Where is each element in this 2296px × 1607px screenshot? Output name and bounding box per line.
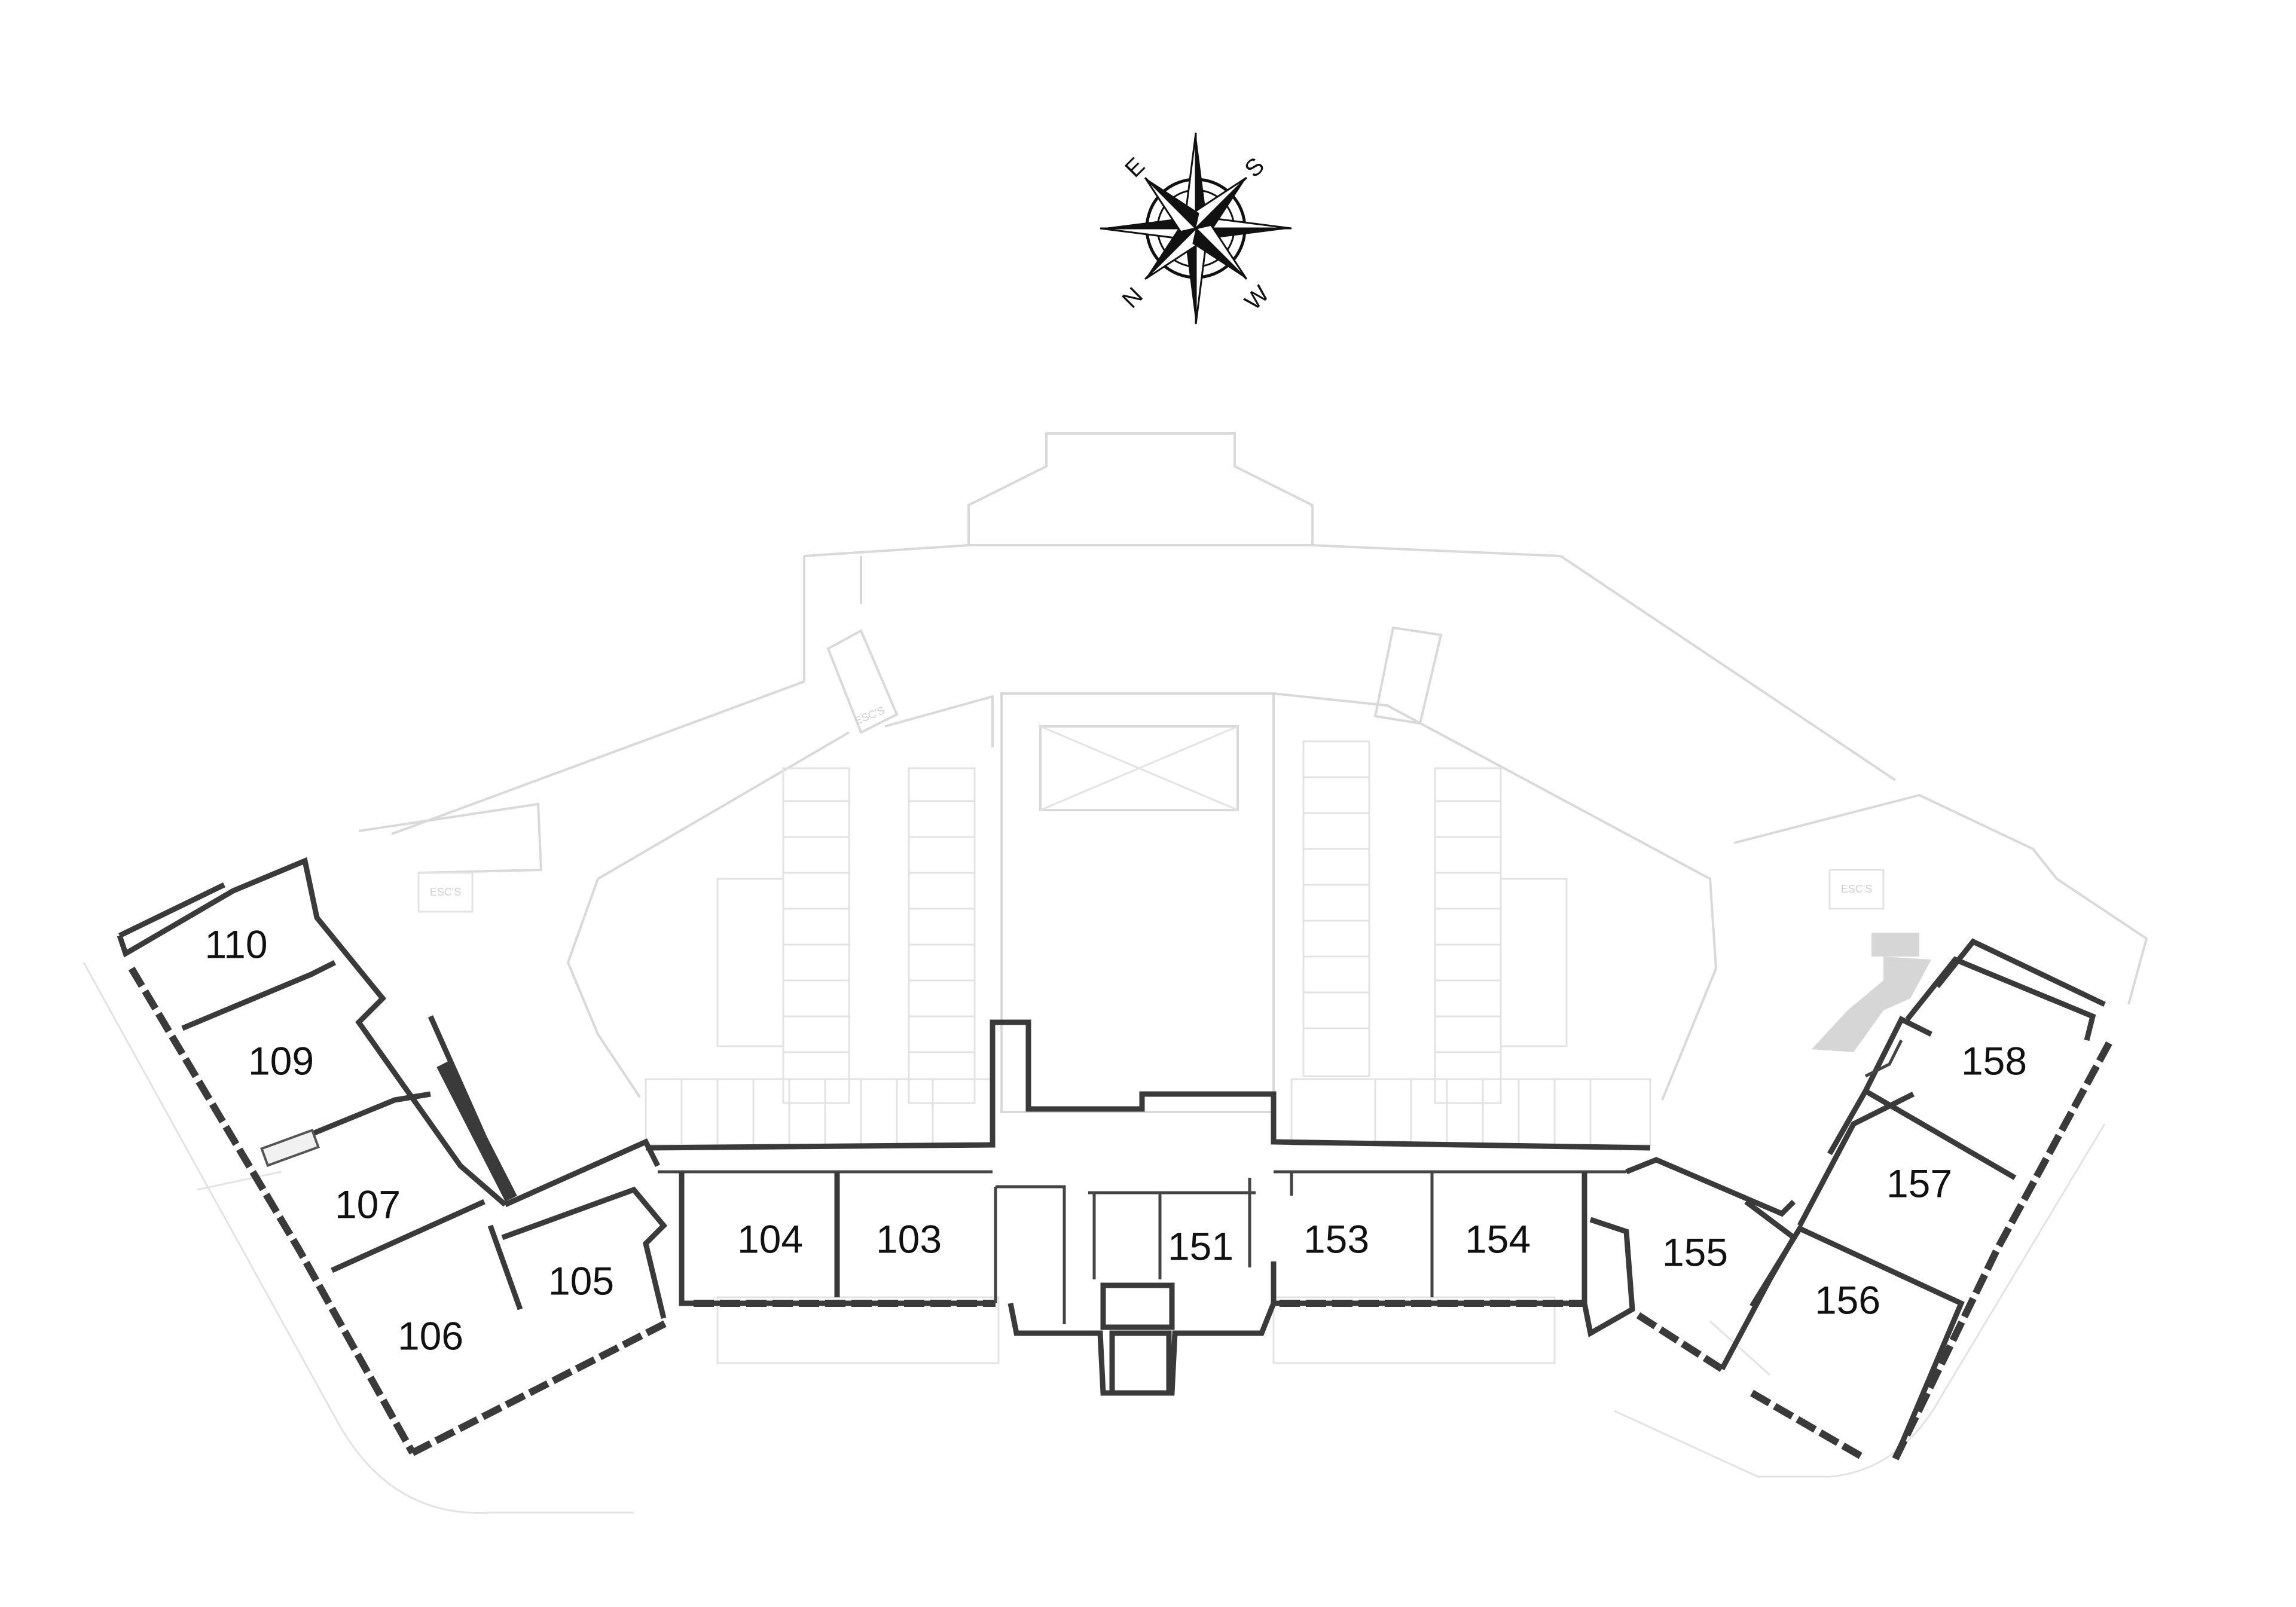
service-label-left: ESC'S	[430, 886, 461, 898]
room-151[interactable]: 151	[1168, 1224, 1234, 1268]
room-107[interactable]: 107	[335, 1182, 401, 1226]
room-103[interactable]: 103	[876, 1217, 942, 1261]
room-158[interactable]: 158	[1961, 1038, 2027, 1083]
service-room-left	[417, 872, 474, 913]
parking-stalls-left	[716, 767, 976, 1104]
room-153[interactable]: 153	[1303, 1217, 1369, 1261]
compass-letter-w: W	[1239, 280, 1274, 315]
room-labels: 110 109 107 106 105 104 103 151 153 154 …	[204, 922, 2027, 1358]
room-110[interactable]: 110	[204, 922, 267, 966]
escalator-label-left: ESC'S	[853, 704, 886, 727]
room-104[interactable]: 104	[737, 1217, 803, 1261]
room-154[interactable]: 154	[1465, 1217, 1531, 1261]
building-walls	[117, 857, 2114, 1462]
compass-rose-icon: S E W N	[1100, 132, 1292, 325]
room-156[interactable]: 156	[1815, 1278, 1880, 1322]
ghost-structures: ESC'S	[83, 432, 2148, 1514]
room-157[interactable]: 157	[1886, 1161, 1952, 1205]
room-106[interactable]: 106	[398, 1313, 463, 1358]
escalator-right	[1373, 626, 1443, 725]
compass-letter-n: N	[1118, 283, 1149, 314]
room-109[interactable]: 109	[248, 1038, 314, 1083]
room-155[interactable]: 155	[1662, 1230, 1728, 1274]
escalator-left	[826, 629, 899, 734]
service-room-right	[1828, 869, 1885, 910]
parking-stalls-right	[1302, 740, 1568, 1104]
compass-letter-s: S	[1239, 152, 1269, 182]
service-label-right: ESC'S	[1841, 883, 1872, 895]
room-105[interactable]: 105	[548, 1258, 614, 1303]
